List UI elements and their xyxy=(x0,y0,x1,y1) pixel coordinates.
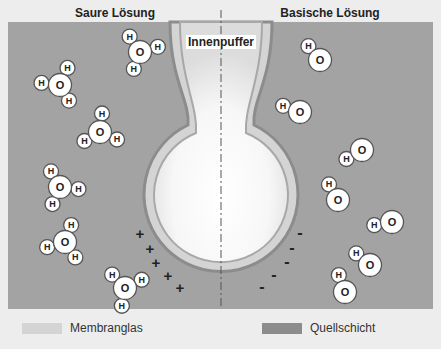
ion-symbol: H xyxy=(68,221,75,230)
ion-symbol: O xyxy=(61,237,70,248)
ion-symbol: H xyxy=(343,155,350,164)
ion-symbol: H xyxy=(155,42,162,51)
ion-symbol: O xyxy=(358,145,367,156)
ion-symbol: + xyxy=(152,255,161,270)
region-heading: Saure Lösung xyxy=(75,7,155,19)
ion-symbol: + xyxy=(146,241,155,256)
ion-symbol: H xyxy=(49,200,56,209)
atom-circle xyxy=(95,106,110,121)
ion-symbol: H xyxy=(38,78,45,87)
ion-symbol: - xyxy=(297,225,302,241)
ion-symbol: H xyxy=(280,101,287,110)
atom-circle xyxy=(381,211,404,234)
ion-symbol: H xyxy=(66,96,73,105)
region-heading: Basische Lösung xyxy=(280,7,379,19)
ion-symbol: H xyxy=(72,253,79,262)
legend-swatch xyxy=(22,323,62,334)
ion-symbol: H xyxy=(119,301,126,310)
atom-circle xyxy=(327,189,350,212)
atom-circle xyxy=(49,74,72,97)
atom-circle xyxy=(114,298,129,313)
ion-symbol: H xyxy=(75,185,82,194)
divider-line xyxy=(221,10,222,306)
ion-symbol: - xyxy=(271,267,276,283)
ion-symbol: H xyxy=(44,243,51,252)
ion-symbol: H xyxy=(81,137,88,146)
atom-circle xyxy=(367,218,382,233)
ion-symbol: H xyxy=(109,270,116,279)
atom-circle xyxy=(114,277,137,300)
ion-symbol: H xyxy=(64,63,71,72)
ion-symbol: O xyxy=(388,217,397,228)
region-label: Innenpuffer xyxy=(186,35,256,49)
atom-circle xyxy=(150,39,165,54)
legend-swatch xyxy=(262,323,302,334)
atom-circle xyxy=(351,139,374,162)
ion-symbol: O xyxy=(96,127,105,138)
atom-circle xyxy=(49,176,72,199)
ion-symbol: H xyxy=(114,135,121,144)
ion-symbol: O xyxy=(56,80,65,91)
ion-symbol: H xyxy=(126,32,133,41)
ion-symbol: O xyxy=(121,283,130,294)
atom-circle xyxy=(359,254,382,277)
ion-symbol: + xyxy=(176,280,185,295)
atom-circle xyxy=(289,101,312,124)
ion-symbol: H xyxy=(48,167,55,176)
ion-symbol: O xyxy=(136,47,145,58)
ion-symbol: O xyxy=(56,182,65,193)
atom-circle xyxy=(89,121,112,144)
ion-symbol: - xyxy=(259,279,264,295)
atom-circle xyxy=(71,182,86,197)
atom-circle xyxy=(334,281,357,304)
ion-symbol: H xyxy=(138,275,145,284)
ion-symbol: - xyxy=(289,240,294,256)
ion-symbol: O xyxy=(366,260,375,271)
ion-symbol: H xyxy=(353,249,360,258)
atom-circle xyxy=(40,240,55,255)
ion-symbol: H xyxy=(99,109,106,118)
atom-circle xyxy=(34,75,49,90)
ion-symbol: - xyxy=(284,254,289,270)
atom-circle xyxy=(54,231,77,254)
ion-symbol: H xyxy=(326,180,333,189)
ion-symbol: + xyxy=(136,226,145,241)
ion-symbol: O xyxy=(316,55,325,66)
atom-circle xyxy=(309,49,332,72)
ion-symbol: O xyxy=(296,107,305,118)
ion-symbol: O xyxy=(341,287,350,298)
legend-text: Quellschicht xyxy=(310,321,375,335)
ion-symbol: + xyxy=(164,268,173,283)
ion-symbol: H xyxy=(336,271,343,280)
ion-symbol: H xyxy=(131,64,138,73)
ion-symbol: O xyxy=(334,195,343,206)
legend-text: Membranglas xyxy=(70,321,143,335)
atom-circle xyxy=(129,41,152,64)
ion-symbol: H xyxy=(371,221,378,230)
ion-symbol: H xyxy=(305,42,312,51)
